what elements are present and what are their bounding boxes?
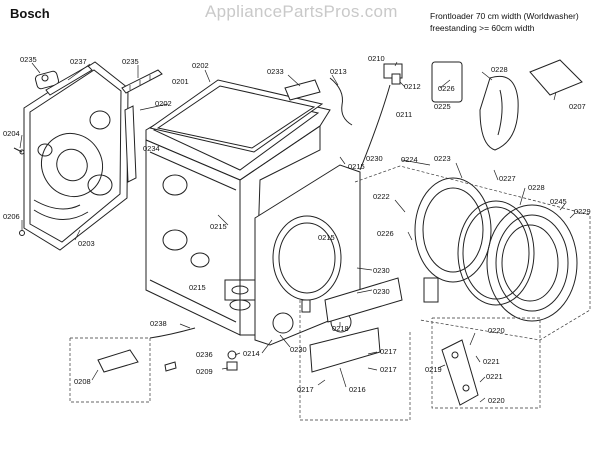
label-0227: 0227 <box>499 174 516 183</box>
hinge-kit-box <box>431 317 541 409</box>
label-0212: 0212 <box>404 82 421 91</box>
label-0211: 0211 <box>396 110 412 119</box>
label-0220-b: 0220 <box>488 396 505 405</box>
foot-0209 <box>226 361 238 371</box>
label-0220: 0220 <box>488 326 505 335</box>
dashed-outline-door <box>354 165 591 341</box>
brand-title: Bosch <box>10 6 50 21</box>
wire-0238 <box>149 327 196 339</box>
label-0218: 0218 <box>332 324 349 333</box>
label-0214: 0214 <box>243 349 260 358</box>
label-0228-b: 0228 <box>528 183 545 192</box>
label-0203: 0203 <box>78 239 95 248</box>
top-lid-0202 <box>148 79 324 153</box>
label-0223: 0223 <box>434 154 451 163</box>
front-panel <box>254 164 361 346</box>
label-0230-d: 0230 <box>290 345 307 354</box>
label-0209: 0209 <box>196 367 213 376</box>
part-labels: 0235 0237 0235 0202 0201 0202 0234 0233 … <box>3 54 591 405</box>
wire-0213 <box>329 77 353 126</box>
label-0224: 0224 <box>401 155 418 164</box>
hinge-pin-bracket <box>423 277 439 303</box>
label-0217-b: 0217 <box>380 365 397 374</box>
label-0245: 0245 <box>550 197 567 206</box>
strip-0235 <box>121 69 163 94</box>
label-0234: 0234 <box>143 144 160 153</box>
label-0230-b: 0230 <box>373 266 390 275</box>
screw-0206 <box>19 230 25 236</box>
watermark: AppliancePartsPros.com <box>205 2 398 21</box>
cable-0211 <box>359 84 391 171</box>
label-0217: 0217 <box>380 347 397 356</box>
bracket-0235 <box>34 70 60 90</box>
screw-0204 <box>13 147 25 155</box>
label-0229: 0229 <box>574 207 591 216</box>
label-0226-b: 0226 <box>377 229 394 238</box>
label-0208: 0208 <box>74 377 91 386</box>
label-0222: 0222 <box>373 192 390 201</box>
label-0225: 0225 <box>434 102 451 111</box>
label-0233: 0233 <box>267 67 284 76</box>
label-0238: 0238 <box>150 319 167 328</box>
label-0221: 0221 <box>483 357 500 366</box>
label-0235: 0235 <box>20 55 37 64</box>
hinge-bracket-0233 <box>284 79 321 101</box>
door-seal-0223 <box>414 177 492 283</box>
label-0236: 0236 <box>196 350 213 359</box>
description-line-1: Frontloader 70 cm width (Worldwasher) <box>430 11 579 21</box>
model-description: Frontloader 70 cm width (Worldwasher) fr… <box>430 10 579 34</box>
rail-0237 <box>45 65 93 96</box>
label-0219: 0219 <box>425 365 442 374</box>
door-glass-0229 <box>486 204 578 322</box>
label-0237: 0237 <box>70 57 87 66</box>
label-0230-c: 0230 <box>373 287 390 296</box>
label-0215: 0215 <box>348 162 365 171</box>
label-0230: 0230 <box>366 154 383 163</box>
door-frame-0228 <box>457 200 535 306</box>
label-0202: 0202 <box>192 61 209 70</box>
label-0215-d: 0215 <box>189 283 206 292</box>
label-0207: 0207 <box>569 102 586 111</box>
strip-0234 <box>124 105 137 183</box>
label-0213: 0213 <box>330 67 347 76</box>
label-0215-c: 0215 <box>318 233 335 242</box>
switch-0210 <box>383 63 403 85</box>
label-0221-b: 0221 <box>486 372 503 381</box>
label-0228: 0228 <box>491 65 508 74</box>
hinge-0207 <box>529 59 583 96</box>
washer-0236 <box>227 350 237 360</box>
label-0210: 0210 <box>368 54 385 63</box>
leader-lines <box>19 61 576 403</box>
label-0206: 0206 <box>3 212 20 221</box>
rear-panel-0203 <box>23 61 129 251</box>
control-panel-0216 <box>309 277 403 373</box>
description-line-2: freestanding >= 60cm width <box>430 23 535 33</box>
label-0217-c: 0217 <box>297 385 314 394</box>
label-0215-b: 0215 <box>210 222 227 231</box>
bracket-0208 <box>69 337 177 403</box>
label-0226: 0226 <box>438 84 455 93</box>
label-0202-b: 0202 <box>155 99 172 108</box>
label-0235-b: 0235 <box>122 57 139 66</box>
label-0201: 0201 <box>172 77 189 86</box>
label-0216: 0216 <box>349 385 366 394</box>
hinge-plate-0219 <box>441 339 479 406</box>
dashed-outline-panel <box>299 300 411 421</box>
label-0204: 0204 <box>3 129 20 138</box>
